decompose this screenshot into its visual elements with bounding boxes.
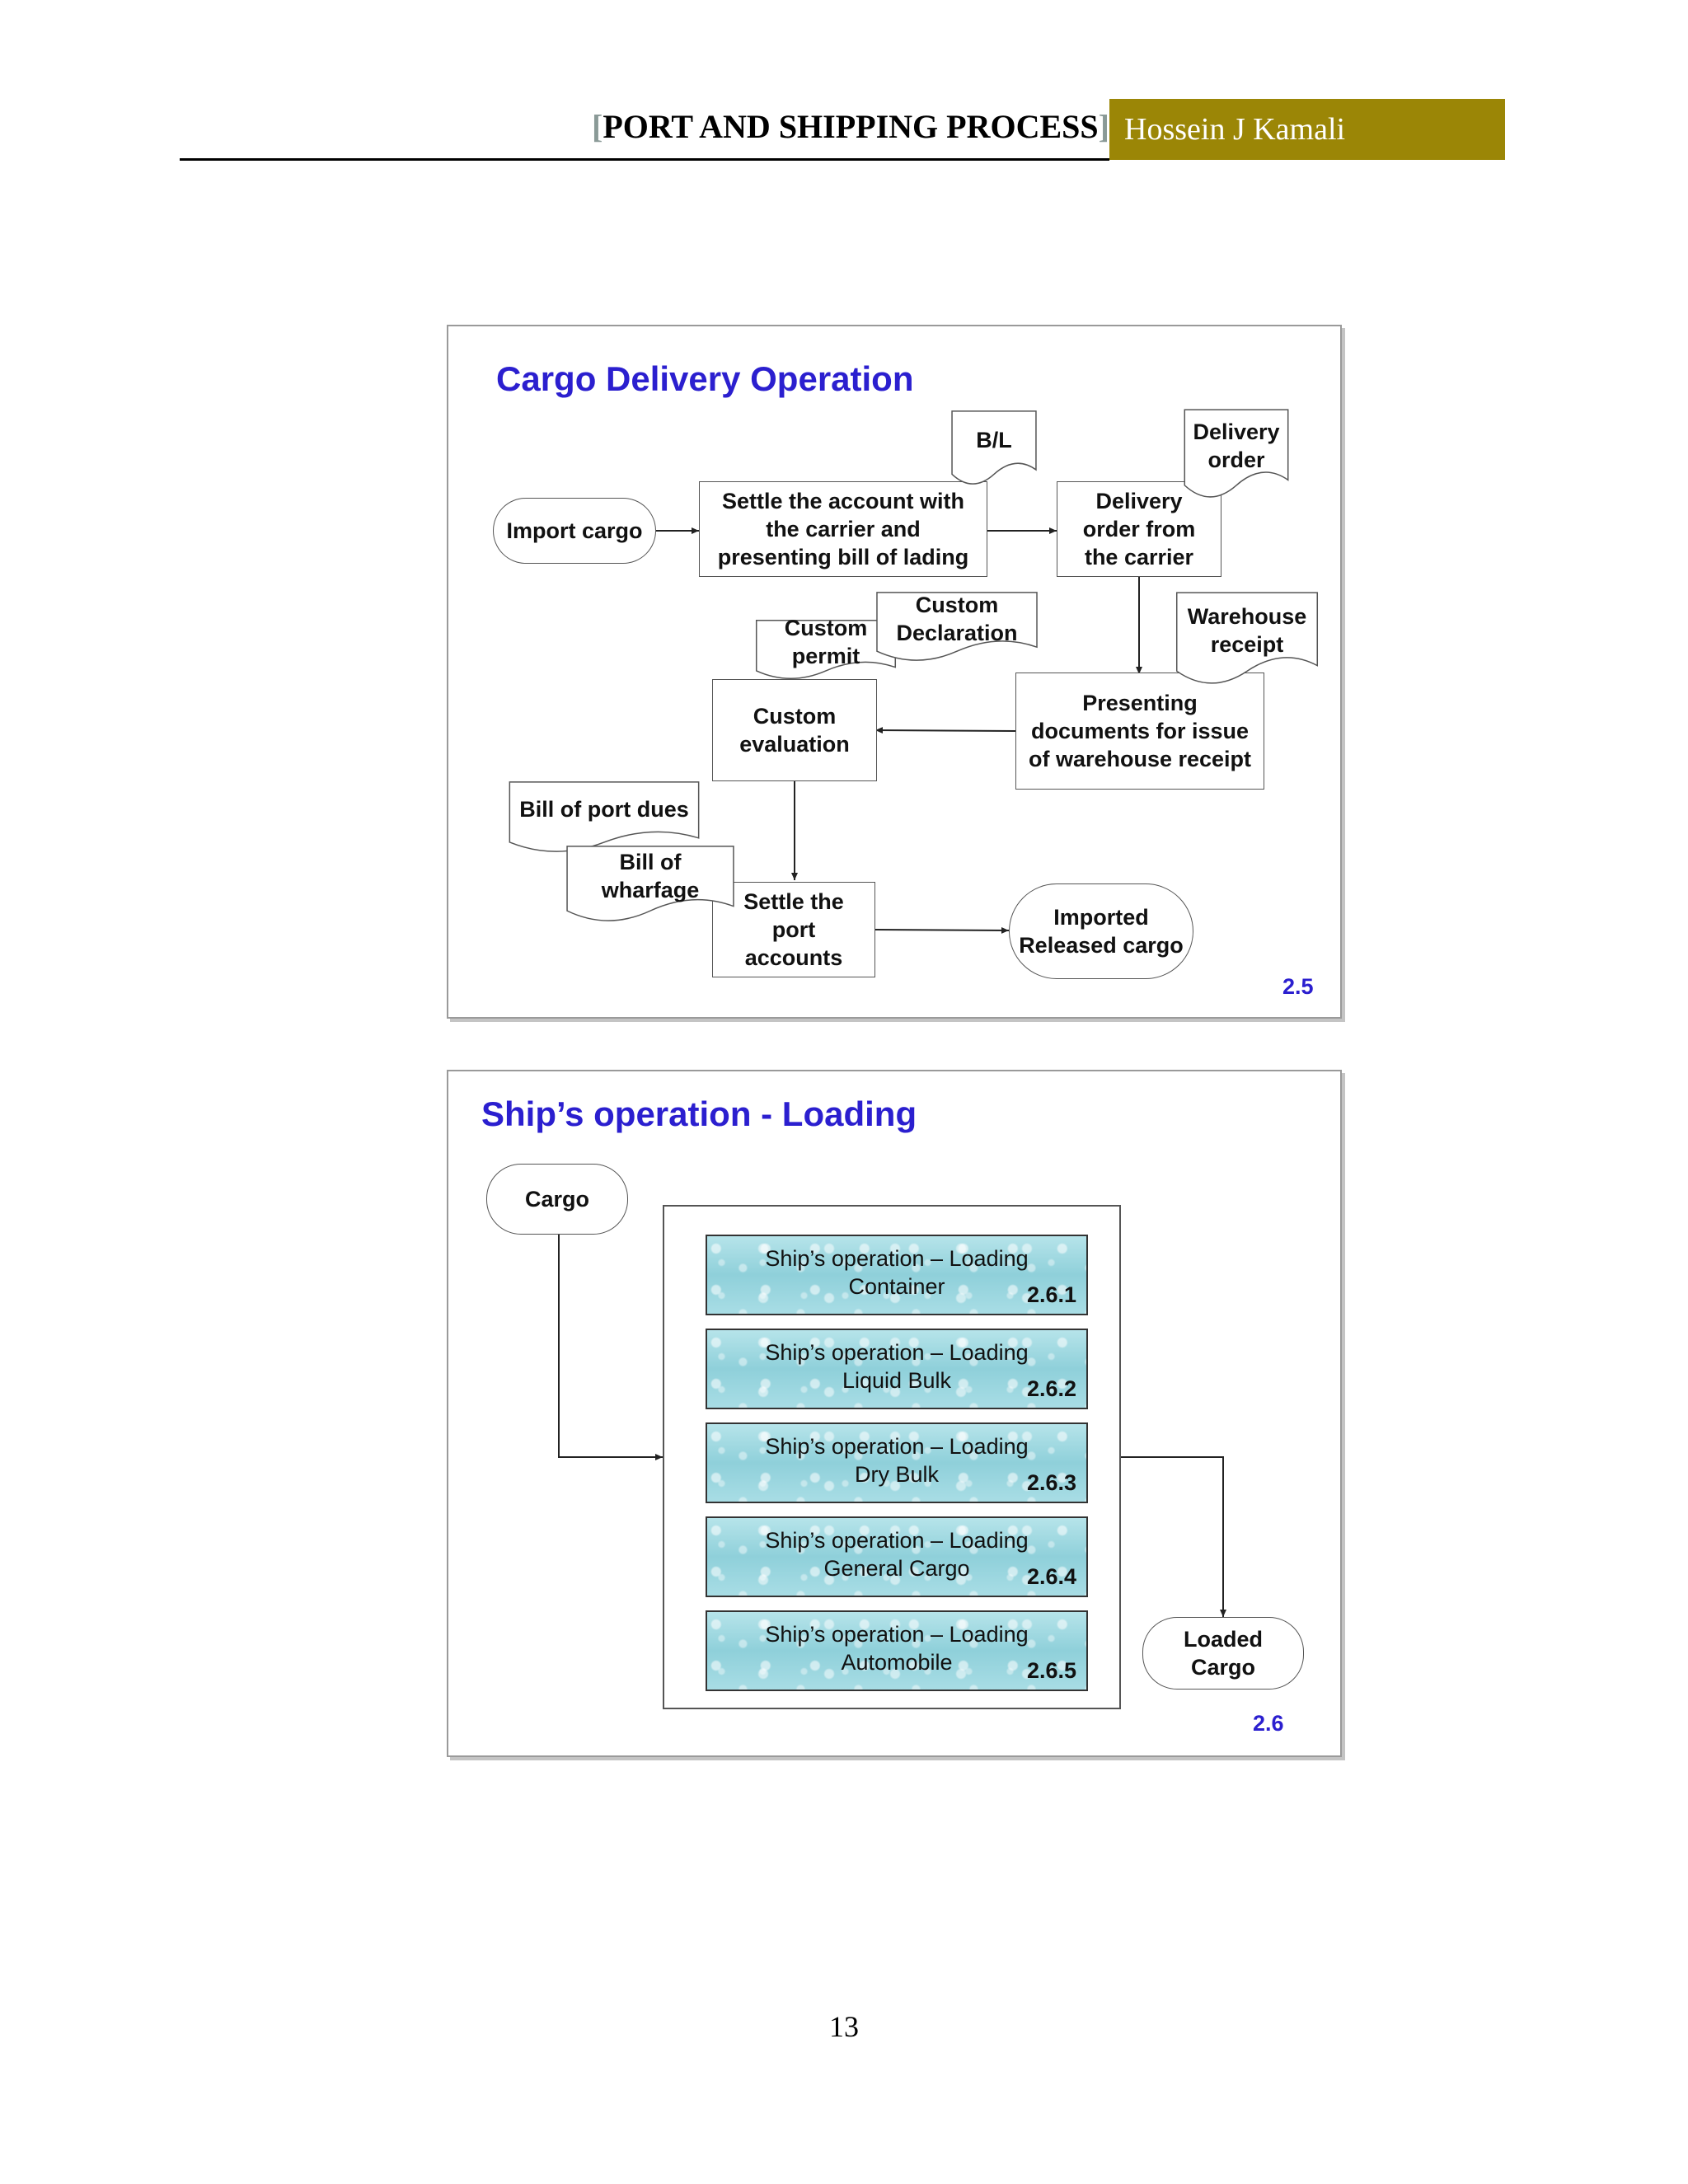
arrow-cargo-to-operations <box>558 1235 663 1460</box>
operation-title: Ship’s operation – Loading <box>765 1528 1029 1553</box>
operation-general-cargo: Ship’s operation – Loading General Cargo… <box>706 1516 1088 1597</box>
slide-number: 2.5 <box>1282 974 1314 999</box>
doc-bill-port-dues-label: Bill of port dues <box>519 797 689 822</box>
arrow-presenting-to-evaluation <box>874 727 1016 734</box>
node-import-cargo: Import cargo <box>493 498 656 564</box>
header-bracket-open: [ <box>592 108 603 145</box>
node-cargo: Cargo <box>486 1164 628 1235</box>
node-presenting-documents: Presenting documents for issue of wareho… <box>1015 673 1264 790</box>
operation-title: Ship’s operation – Loading <box>765 1246 1029 1271</box>
doc-warehouse-receipt-label: Warehouse receipt <box>1187 604 1307 657</box>
doc-bl: B/L <box>951 410 1037 485</box>
header-bracket-close: ] <box>1098 108 1109 145</box>
slide-cargo-delivery: Cargo Delivery Operation Import cargo Se… <box>447 325 1342 1019</box>
doc-delivery-order: Delivery order <box>1184 409 1289 498</box>
node-settle-account: Settle the account with the carrier and … <box>699 481 987 577</box>
page-number: 13 <box>829 2010 859 2043</box>
operation-type: General Cargo <box>823 1556 970 1581</box>
operation-number: 2.6.1 <box>1026 1282 1076 1307</box>
operation-type: Automobile <box>841 1650 953 1675</box>
operation-number: 2.6.2 <box>1026 1376 1076 1401</box>
header-rule <box>180 158 1109 161</box>
operation-type: Container <box>848 1274 945 1299</box>
operation-type: Liquid Bulk <box>842 1368 952 1393</box>
doc-bill-wharfage-label: Bill of wharfage <box>601 850 700 902</box>
doc-custom-declaration: Custom Declaration <box>875 592 1039 661</box>
node-loaded-cargo: Loaded Cargo <box>1142 1617 1304 1690</box>
header-title: [PORT AND SHIPPING PROCESS] <box>592 107 1109 146</box>
doc-custom-permit: Custom permit <box>755 616 897 679</box>
doc-warehouse-receipt: Warehouse receipt <box>1175 592 1319 684</box>
slide-ships-operation-loading: Ship’s operation - Loading Cargo Loaded … <box>447 1070 1342 1757</box>
slide-number: 2.6 <box>1253 1711 1284 1736</box>
doc-bill-wharfage: Bill of wharfage <box>565 846 735 921</box>
node-custom-evaluation: Custom evaluation <box>712 679 877 781</box>
operation-dry-bulk: Ship’s operation – Loading Dry Bulk 2.6.… <box>706 1422 1088 1503</box>
slide-title: Cargo Delivery Operation <box>496 359 914 398</box>
operation-number: 2.6.3 <box>1026 1470 1076 1495</box>
operation-number: 2.6.5 <box>1026 1658 1076 1683</box>
operation-title: Ship’s operation – Loading <box>765 1622 1029 1647</box>
operation-container: Ship’s operation – Loading Container 2.6… <box>706 1235 1088 1315</box>
operation-type: Dry Bulk <box>854 1462 939 1487</box>
header-title-text: PORT AND SHIPPING PROCESS <box>603 108 1099 145</box>
header-author: Hossein J Kamali <box>1109 99 1505 160</box>
operation-number: 2.6.4 <box>1026 1564 1076 1589</box>
operation-automobile: Ship’s operation – Loading Automobile 2.… <box>706 1610 1088 1691</box>
slide-title: Ship’s operation - Loading <box>481 1094 917 1133</box>
doc-bill-port-dues: Bill of port dues <box>508 781 701 852</box>
doc-bl-label: B/L <box>976 428 1012 452</box>
doc-custom-permit-label: Custom permit <box>784 616 868 668</box>
node-delivery-order-carrier: Delivery order from the carrier <box>1057 481 1221 577</box>
doc-custom-declaration-label: Custom Declaration <box>896 593 1018 645</box>
operation-title: Ship’s operation – Loading <box>765 1340 1029 1365</box>
doc-delivery-order-label: Delivery order <box>1193 419 1280 472</box>
operation-liquid-bulk: Ship’s operation – Loading Liquid Bulk 2… <box>706 1329 1088 1409</box>
operation-title: Ship’s operation – Loading <box>765 1434 1029 1459</box>
node-settle-port-accounts: Settle the port accounts <box>712 882 875 977</box>
node-imported-released-cargo: Imported Released cargo <box>1009 883 1193 979</box>
arrow-operations-to-loaded <box>1121 1456 1226 1617</box>
operations-group: Ship’s operation – Loading Container 2.6… <box>663 1205 1121 1709</box>
